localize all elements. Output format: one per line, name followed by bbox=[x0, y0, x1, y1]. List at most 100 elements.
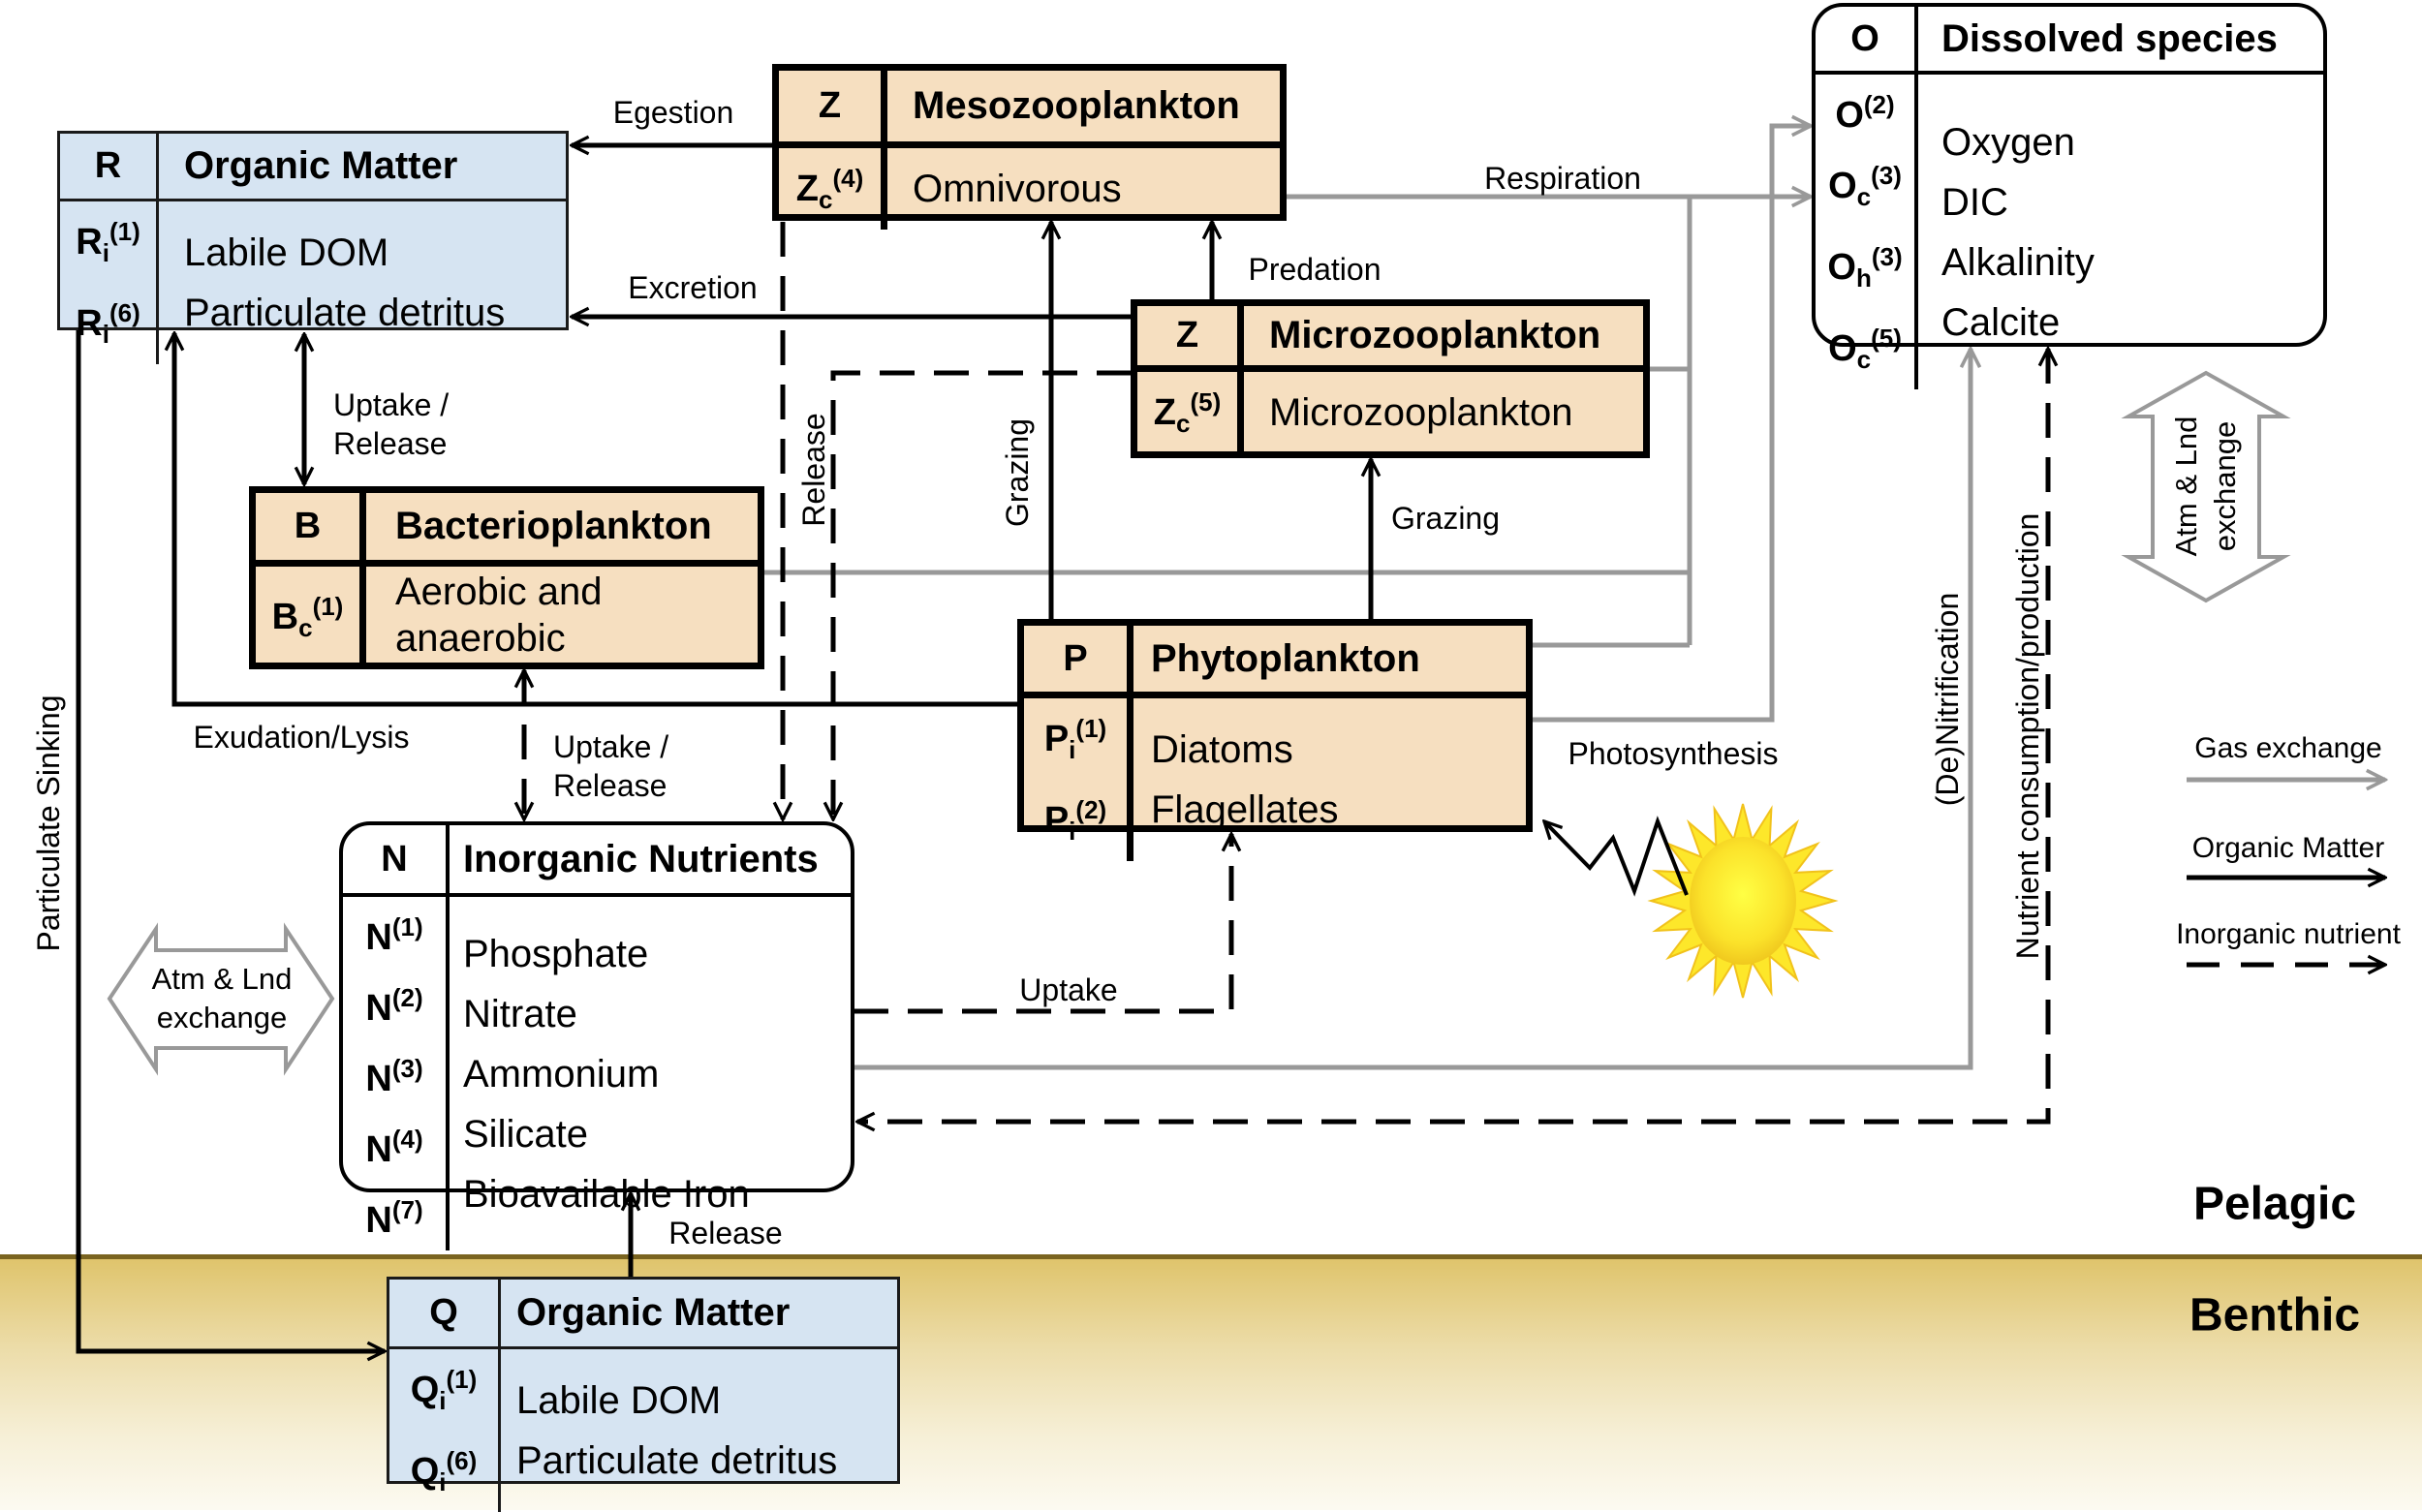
legend-organic-label: Organic Matter bbox=[2191, 832, 2385, 864]
item-symbol: Oc(5) bbox=[1828, 324, 1902, 374]
bacterioplankton-box[interactable]: B Bacterioplankton Bc(1) Aerobic and ana… bbox=[249, 486, 764, 669]
box-item-symbols: Qi(1) Qi(6) bbox=[389, 1349, 501, 1512]
box-title: Dissolved species bbox=[1918, 7, 2323, 75]
label-line: Uptake / bbox=[333, 387, 450, 422]
excretion-label: Excretion bbox=[628, 270, 758, 305]
inorganic-nutrients-box[interactable]: N Inorganic Nutrients N(1)N(2)N(3)N(4)N(… bbox=[339, 821, 854, 1250]
box-item-symbols: Bc(1) bbox=[256, 567, 366, 663]
label-line: exchange bbox=[2208, 420, 2242, 552]
box-item-symbols: Zc(4) bbox=[779, 148, 887, 230]
item-symbol: Ri(6) bbox=[76, 298, 140, 349]
item-symbol: O(2) bbox=[1835, 90, 1895, 136]
box-item-symbols: Pi(1)Pi(2) bbox=[1024, 698, 1133, 861]
microzooplankton-box[interactable]: Z Microzooplankton Zc(5) Microzooplankto… bbox=[1131, 299, 1650, 458]
box-item-labels: Aerobic and anaerobic bbox=[366, 567, 758, 663]
item-symbol: N(4) bbox=[365, 1125, 423, 1170]
item-symbol: Oc(3) bbox=[1828, 161, 1902, 211]
item-symbol: Qi(1) bbox=[410, 1365, 478, 1415]
nutrient-cp-label: Nutrient consumption/production bbox=[2010, 512, 2045, 960]
box-title: Inorganic Nutrients bbox=[450, 825, 851, 897]
box-symbol: R bbox=[60, 134, 159, 201]
particulate-sinking-line bbox=[76, 329, 385, 1351]
uptake-release-bottom-label: Uptake / Release bbox=[553, 727, 668, 805]
item-label: Alkalinity bbox=[1941, 240, 2095, 284]
pelagic-zone-label: Pelagic bbox=[2192, 1178, 2357, 1230]
exchange-arrow-left bbox=[107, 922, 335, 1076]
nutrient-cp-line bbox=[857, 349, 2048, 1122]
item-symbol: Oh(3) bbox=[1827, 242, 1903, 293]
item-label: Calcite bbox=[1941, 300, 2061, 344]
box-item-labels: Omnivorous bbox=[887, 148, 1280, 230]
release-zoo-label: Release bbox=[796, 413, 831, 527]
exchange-arrow-right bbox=[2121, 370, 2291, 603]
label-line: Atm & Lnd bbox=[2169, 416, 2203, 557]
item-label: Ammonium bbox=[463, 1052, 660, 1095]
box-symbol: B bbox=[256, 493, 366, 567]
box-symbol: Z bbox=[779, 71, 887, 148]
label-line: Atm & Lnd bbox=[151, 962, 293, 996]
box-item-symbols: Zc(5) bbox=[1137, 372, 1244, 453]
sun-icon bbox=[1647, 803, 1839, 999]
item-label: Flagellates bbox=[1151, 788, 1339, 831]
item-symbol: Zc(4) bbox=[795, 164, 864, 214]
item-label: anaerobic bbox=[395, 616, 566, 660]
item-symbol: Bc(1) bbox=[271, 592, 344, 642]
item-symbol: N(1) bbox=[365, 912, 423, 958]
uptake-label: Uptake bbox=[1019, 972, 1118, 1007]
exchange-right-label: Atm & Lnd exchange bbox=[2167, 417, 2245, 557]
item-label: Microzooplankton bbox=[1269, 391, 1573, 434]
box-symbol: P bbox=[1024, 626, 1133, 698]
item-label: DIC bbox=[1941, 180, 2008, 224]
light-zigzag bbox=[1544, 816, 1689, 897]
respiration-label: Respiration bbox=[1484, 161, 1641, 196]
item-label: Particulate detritus bbox=[184, 292, 506, 334]
grazing-micro-label: Grazing bbox=[1390, 501, 1501, 536]
box-item-labels: Microzooplankton bbox=[1244, 372, 1643, 453]
box-item-symbols: O(2) Oc(3) Oh(3) Oc(5) bbox=[1816, 75, 1918, 389]
item-symbol: Qi(6) bbox=[410, 1446, 478, 1497]
box-title: Organic Matter bbox=[501, 1280, 897, 1349]
mesozooplankton-box[interactable]: Z Mesozooplankton Zc(4) Omnivorous bbox=[772, 64, 1287, 230]
box-item-symbols: Ri(1)Ri(6) bbox=[60, 201, 159, 364]
item-label: Diatoms bbox=[1151, 728, 1293, 771]
label-line: exchange bbox=[156, 1001, 288, 1034]
item-symbol: Zc(5) bbox=[1153, 387, 1222, 438]
box-symbol: O bbox=[1816, 7, 1918, 75]
particulate-sinking-label: Particulate Sinking bbox=[31, 694, 66, 952]
box-symbol: Z bbox=[1137, 306, 1244, 372]
item-symbol: N(3) bbox=[365, 1054, 423, 1099]
label-line: Release bbox=[553, 768, 668, 803]
exudation-line bbox=[174, 333, 1018, 707]
photosynthesis-label: Photosynthesis bbox=[1568, 736, 1779, 771]
item-label: Silicate bbox=[463, 1112, 588, 1156]
legend-gas-label: Gas exchange bbox=[2194, 732, 2382, 764]
item-label: Phosphate bbox=[463, 932, 649, 975]
item-symbol: Pi(1) bbox=[1043, 714, 1107, 764]
box-title: Organic Matter bbox=[159, 134, 566, 201]
exchange-left-label: Atm & Lnd exchange bbox=[152, 960, 293, 1037]
item-label: Bioavailable Iron bbox=[463, 1172, 750, 1216]
item-symbol: N(7) bbox=[365, 1195, 423, 1241]
item-label: Particulate detritus bbox=[516, 1439, 838, 1482]
label-line: Uptake / bbox=[553, 729, 669, 764]
item-label: Nitrate bbox=[463, 992, 577, 1035]
item-label: Oxygen bbox=[1941, 120, 2075, 164]
box-title: Microzooplankton bbox=[1244, 306, 1643, 372]
exudation-label: Exudation/Lysis bbox=[193, 720, 410, 755]
benthic-release-label: Release bbox=[668, 1216, 783, 1250]
box-symbol: Q bbox=[389, 1280, 501, 1349]
dissolved-species-box[interactable]: O Dissolved species O(2)Oc(3)Oh(3)Oc(5) … bbox=[1812, 3, 2327, 389]
egestion-label: Egestion bbox=[612, 95, 734, 130]
micro-release-line bbox=[833, 370, 1132, 819]
label-line: Release bbox=[333, 426, 448, 461]
benthic-zone-label: Benthic bbox=[2189, 1289, 2361, 1342]
